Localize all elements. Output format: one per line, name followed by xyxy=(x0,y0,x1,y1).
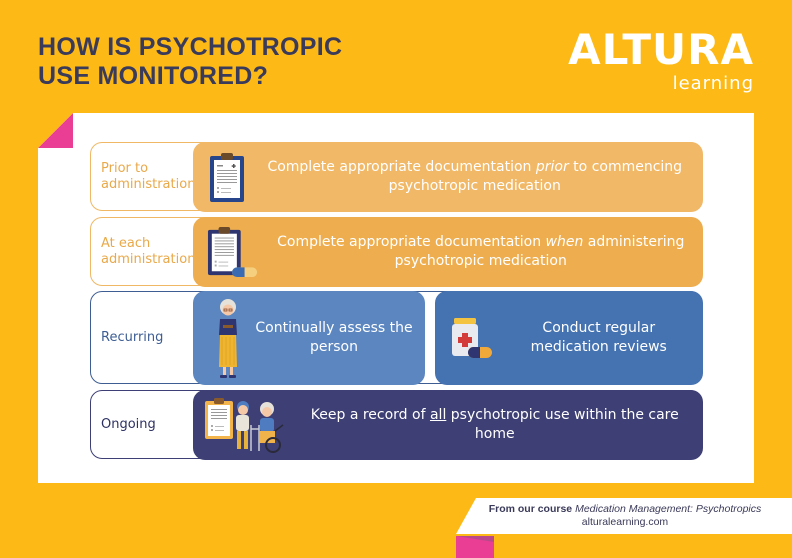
pink-accent-tab xyxy=(456,536,494,558)
logo-subtitle: learning xyxy=(672,73,754,94)
step-text: Complete appropriate documentation prior… xyxy=(267,158,683,194)
row-label: Recurring xyxy=(101,329,164,345)
row-label: At each administration xyxy=(101,235,196,267)
step-box-review: Conduct regular medication reviews xyxy=(435,290,703,385)
step-text: Keep a record of all psychotropic use wi… xyxy=(310,406,679,442)
title-line-2: USE MONITORED? xyxy=(38,62,269,90)
footer-banner xyxy=(456,498,792,534)
row-prior-to-administration: Prior to administration Complete appropr… xyxy=(90,141,703,212)
elderly-woman-icon xyxy=(213,297,243,379)
step-box: Complete appropriate documentation prior… xyxy=(193,141,703,212)
step-text: Continually assess the person xyxy=(255,319,413,355)
elderly-couple-clipboard-icon xyxy=(203,395,287,455)
medicine-bottle-icon xyxy=(449,316,495,360)
step-text: Conduct regular medication reviews xyxy=(530,319,667,355)
logo-wordmark: ALTURA xyxy=(568,25,754,74)
course-name: Medication Management: Psychotropics xyxy=(575,503,762,515)
clipboard-pill-icon xyxy=(207,224,259,280)
clipboard-icon xyxy=(207,151,247,203)
footer-credit: From our course Medication Management: P… xyxy=(470,503,780,529)
step-box-assess: Continually assess the person xyxy=(193,290,425,385)
step-box: Complete appropriate documentation when … xyxy=(193,216,703,287)
row-recurring: Recurring Continually assess the person xyxy=(90,290,703,385)
page-fold-icon xyxy=(38,113,73,148)
row-label: Prior to administration xyxy=(101,160,196,192)
row-label: Ongoing xyxy=(101,416,156,432)
row-at-each-administration: At each administration Complete appr xyxy=(90,216,703,287)
page-title: HOW IS PSYCHOTROPIC USE MONITORED? xyxy=(38,33,342,91)
course-credit: From our course Medication Management: P… xyxy=(488,503,762,515)
step-text: Complete appropriate documentation when … xyxy=(277,233,685,269)
step-box: Keep a record of all psychotropic use wi… xyxy=(193,389,703,460)
website-link[interactable]: alturalearning.com xyxy=(581,516,669,528)
title-line-1: HOW IS PSYCHOTROPIC xyxy=(38,33,343,61)
altura-logo: ALTURA learning xyxy=(568,28,754,94)
row-ongoing: Ongoing xyxy=(90,389,703,460)
